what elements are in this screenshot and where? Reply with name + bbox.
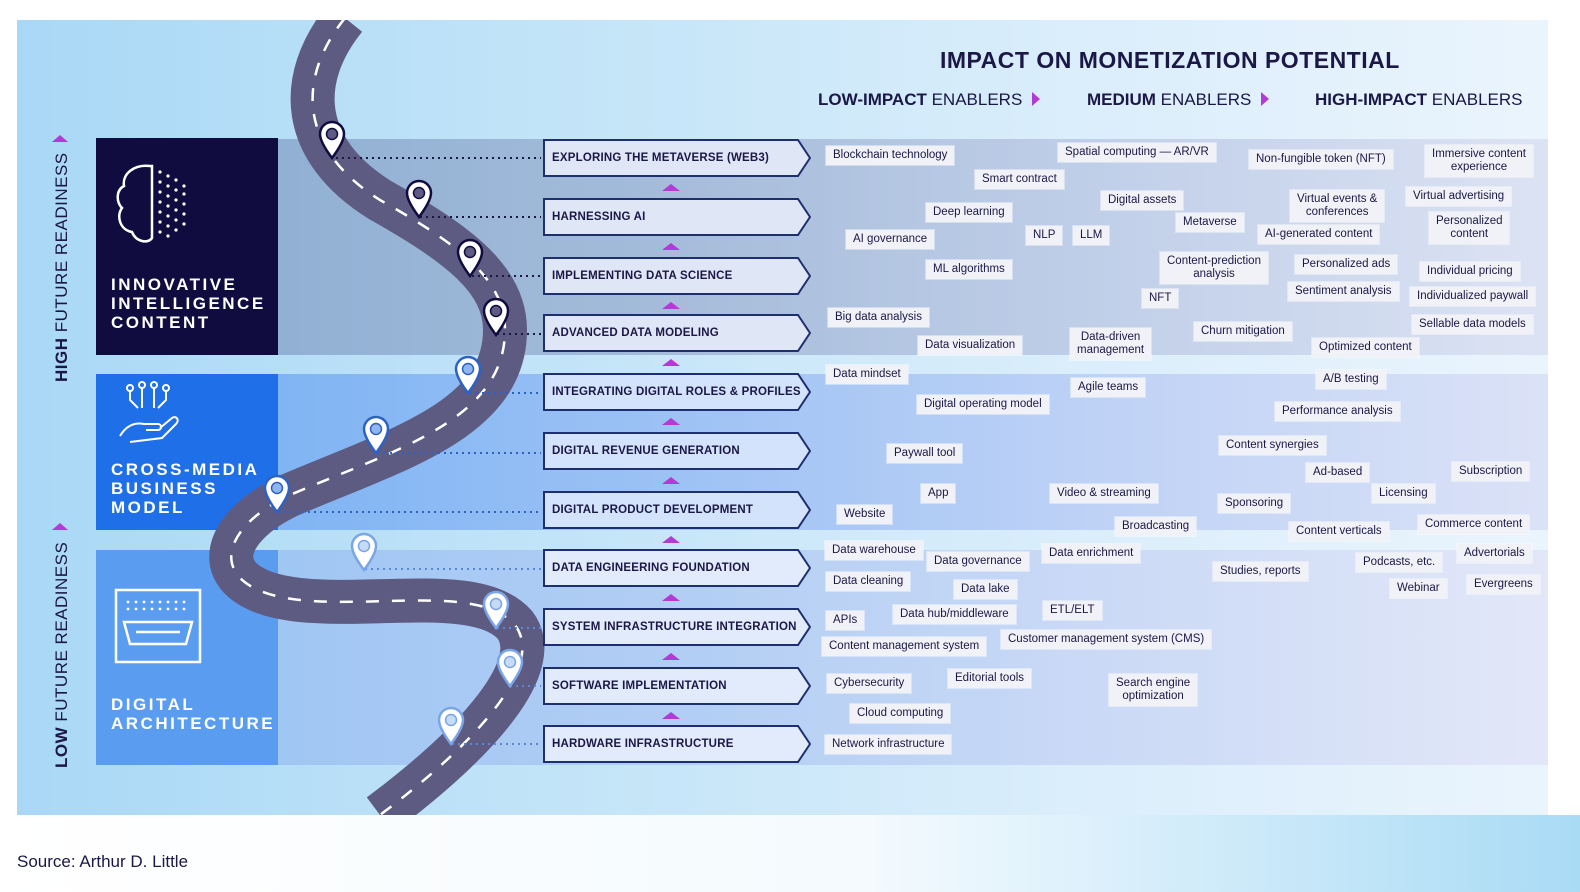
enabler-tag: Sponsoring xyxy=(1218,494,1290,513)
source-note: Source: Arthur D. Little xyxy=(17,852,188,872)
stage-box: EXPLORING THE METAVERSE (WEB3) xyxy=(543,139,811,177)
enabler-tag: Optimized content xyxy=(1312,338,1419,357)
enabler-tag: Individual pricing xyxy=(1420,262,1520,281)
enabler-tag: APIs xyxy=(826,611,864,630)
enabler-tag: Agile teams xyxy=(1071,378,1145,397)
enabler-tag: Personalized content xyxy=(1429,212,1509,244)
enabler-tag: Commerce content xyxy=(1418,515,1529,534)
up-arrow-icon xyxy=(662,359,680,366)
enabler-tag: Cloud computing xyxy=(850,704,950,723)
enabler-tag: Podcasts, etc. xyxy=(1356,553,1442,572)
stage-label: EXPLORING THE METAVERSE (WEB3) xyxy=(552,139,769,177)
stage-label: ADVANCED DATA MODELING xyxy=(552,314,719,352)
stage-box: DIGITAL REVENUE GENERATION xyxy=(543,432,811,470)
enabler-tag: App xyxy=(921,484,955,503)
up-arrow-icon xyxy=(662,536,680,543)
enabler-tag: Evergreens xyxy=(1467,575,1540,594)
enabler-tag: Spatial computing — AR/VR xyxy=(1058,143,1216,162)
enabler-tag: Data lake xyxy=(954,580,1017,599)
enabler-tag: Immersive content experience xyxy=(1425,145,1533,177)
enabler-tag: Big data analysis xyxy=(828,308,929,327)
enabler-tag: Content synergies xyxy=(1219,436,1326,455)
enabler-tag: LLM xyxy=(1073,226,1109,245)
stage-label: DATA ENGINEERING FOUNDATION xyxy=(552,549,750,587)
enabler-tag: Advertorials xyxy=(1457,544,1532,563)
enabler-tag: AI governance xyxy=(846,230,934,249)
enabler-tag: Personalized ads xyxy=(1295,255,1397,274)
enabler-tag: Individualized paywall xyxy=(1410,287,1535,306)
enabler-tag: Blockchain technology xyxy=(826,146,954,165)
enabler-tag: Content verticals xyxy=(1289,522,1389,541)
up-arrow-icon xyxy=(662,243,680,250)
stage-box: HARNESSING AI xyxy=(543,198,811,236)
enabler-tag: Sellable data models xyxy=(1412,315,1533,334)
stage-label: SOFTWARE IMPLEMENTATION xyxy=(552,667,727,705)
enabler-tag: Virtual advertising xyxy=(1406,187,1511,206)
enabler-tag: Ad-based xyxy=(1306,463,1369,482)
up-arrow-icon xyxy=(662,302,680,309)
enabler-tag: NLP xyxy=(1026,226,1062,245)
enabler-tag: Churn mitigation xyxy=(1194,322,1292,341)
stage-box: DIGITAL PRODUCT DEVELOPMENT xyxy=(543,491,811,529)
enabler-tag: Customer management system (CMS) xyxy=(1001,630,1211,649)
enabler-tag: Licensing xyxy=(1372,484,1435,503)
stage-label: IMPLEMENTING DATA SCIENCE xyxy=(552,257,732,295)
enabler-tag: Sentiment analysis xyxy=(1288,282,1399,301)
enabler-tag: Search engine optimization xyxy=(1109,674,1197,706)
stage-box: ADVANCED DATA MODELING xyxy=(543,314,811,352)
enabler-tag: NFT xyxy=(1142,289,1178,308)
stage-box: SOFTWARE IMPLEMENTATION xyxy=(543,667,811,705)
stage-label: HARDWARE INFRASTRUCTURE xyxy=(552,725,734,763)
enabler-tag: Studies, reports xyxy=(1213,562,1308,581)
enabler-tag: Digital operating model xyxy=(917,395,1049,414)
map-pin-icon xyxy=(352,534,376,570)
enabler-tag: Virtual events & conferences xyxy=(1290,190,1384,222)
enabler-tag: Data visualization xyxy=(918,336,1022,355)
stage-box: SYSTEM INFRASTRUCTURE INTEGRATION xyxy=(543,608,811,646)
enabler-tag: Website xyxy=(837,505,892,524)
stage-label: DIGITAL PRODUCT DEVELOPMENT xyxy=(552,491,753,529)
enabler-tag: Subscription xyxy=(1452,462,1529,481)
enabler-tag: A/B testing xyxy=(1316,370,1386,389)
enabler-tag: Deep learning xyxy=(926,203,1012,222)
enabler-tag: Data governance xyxy=(927,552,1029,571)
enabler-tag: Cybersecurity xyxy=(827,674,911,693)
enabler-tag: Data cleaning xyxy=(826,572,910,591)
enabler-tag: AI-generated content xyxy=(1258,225,1379,244)
enabler-tag: Network infrastructure xyxy=(825,735,951,754)
enabler-tag: Data mindset xyxy=(826,365,908,384)
enabler-tag: Content management system xyxy=(822,637,986,656)
up-arrow-icon xyxy=(662,653,680,660)
stage-label: HARNESSING AI xyxy=(552,198,646,236)
up-arrow-icon xyxy=(662,184,680,191)
stage-box: IMPLEMENTING DATA SCIENCE xyxy=(543,257,811,295)
enabler-tag: ETL/ELT xyxy=(1043,601,1102,620)
stage-label: DIGITAL REVENUE GENERATION xyxy=(552,432,740,470)
enabler-tag: Paywall tool xyxy=(887,444,962,463)
stage-box: DATA ENGINEERING FOUNDATION xyxy=(543,549,811,587)
up-arrow-icon xyxy=(662,418,680,425)
enabler-tag: Data enrichment xyxy=(1042,544,1140,563)
enabler-tag: Data warehouse xyxy=(825,541,923,560)
enabler-tag: Data hub/middleware xyxy=(893,605,1016,624)
enabler-tag: Webinar xyxy=(1390,579,1447,598)
enabler-tag: Metaverse xyxy=(1176,213,1244,232)
enabler-tag: Content-prediction analysis xyxy=(1160,252,1268,284)
stage-label: SYSTEM INFRASTRUCTURE INTEGRATION xyxy=(552,608,797,646)
enabler-tag: Digital assets xyxy=(1101,191,1183,210)
enabler-tag: Video & streaming xyxy=(1050,484,1158,503)
enabler-tag: Smart contract xyxy=(975,170,1064,189)
enabler-tag: Non-fungible token (NFT) xyxy=(1249,150,1393,169)
stage-label: INTEGRATING DIGITAL ROLES & PROFILES xyxy=(552,373,801,411)
enabler-tag: ML algorithms xyxy=(926,260,1012,279)
enabler-tag: Data-driven management xyxy=(1070,328,1151,360)
enabler-tag: Editorial tools xyxy=(948,669,1031,688)
stage-box: HARDWARE INFRASTRUCTURE xyxy=(543,725,811,763)
up-arrow-icon xyxy=(662,712,680,719)
up-arrow-icon xyxy=(662,594,680,601)
stage-box: INTEGRATING DIGITAL ROLES & PROFILES xyxy=(543,373,811,411)
up-arrow-icon xyxy=(662,477,680,484)
enabler-tag: Broadcasting xyxy=(1115,517,1196,536)
enabler-tag: Performance analysis xyxy=(1275,402,1400,421)
